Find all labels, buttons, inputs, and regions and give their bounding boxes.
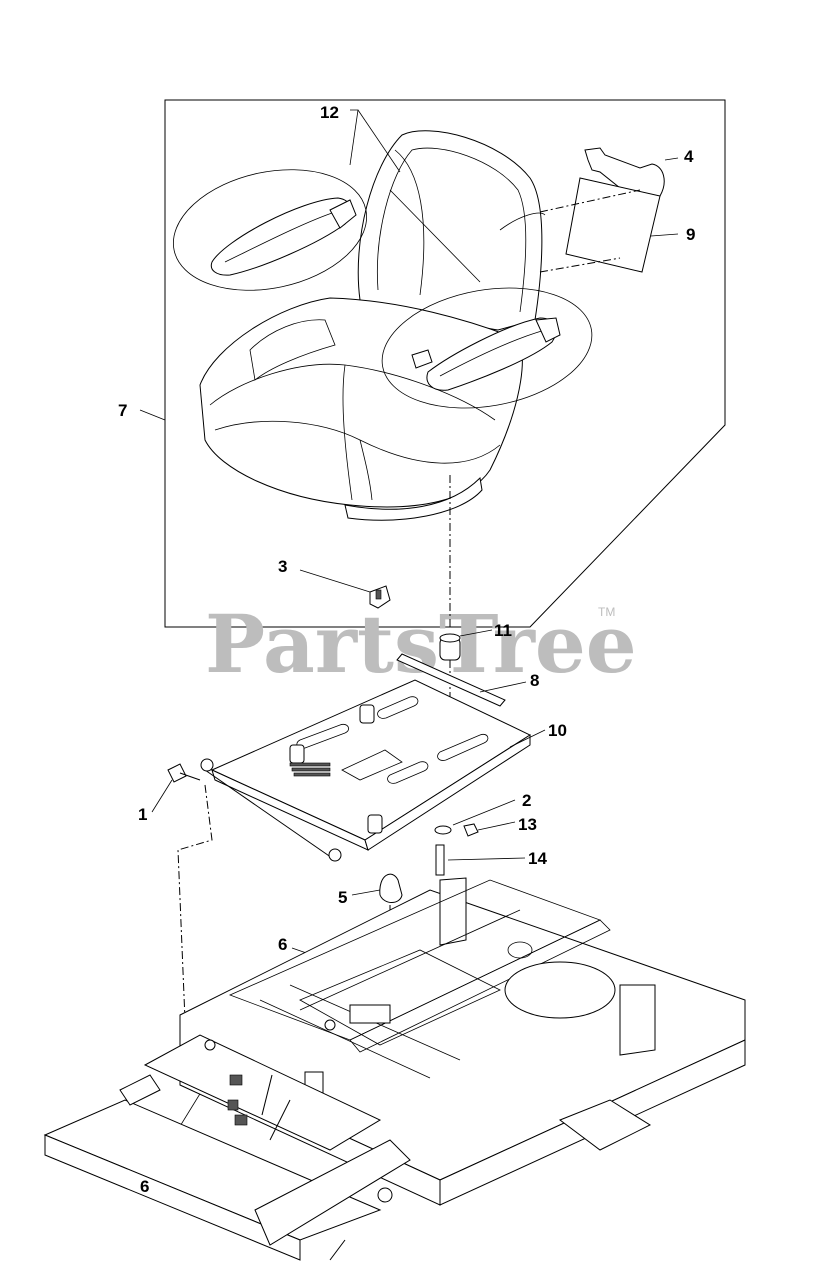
callout-4: 4	[684, 147, 694, 166]
callout-12: 12	[320, 103, 339, 122]
armrest-left	[210, 197, 357, 276]
callout-8: 8	[530, 671, 539, 690]
trademark: TM	[598, 605, 615, 619]
armrest-bubble-right	[381, 287, 593, 409]
seat-kit-frame	[164, 99, 726, 628]
callout-7: 7	[118, 401, 127, 420]
callout-13: 13	[518, 815, 537, 834]
callout-3: 3	[278, 557, 287, 576]
callout-14: 14	[528, 849, 547, 868]
leader-12	[349, 109, 359, 166]
seat-plate	[200, 679, 532, 862]
bumper-part	[439, 629, 493, 661]
callout-6-lower: 6	[140, 1177, 149, 1196]
nut-part-13	[463, 821, 516, 837]
callout-2: 2	[522, 791, 531, 810]
switch-part	[299, 569, 391, 609]
armrest-bubble-left	[172, 169, 368, 291]
bolt-part-1	[151, 763, 201, 813]
callout-6-upper: 6	[278, 935, 287, 954]
strap-part	[396, 653, 506, 707]
chassis-frame	[43, 877, 746, 1261]
callout-1: 1	[138, 805, 147, 824]
armrest-right	[411, 317, 561, 391]
pin-part-14	[435, 844, 526, 876]
seat	[199, 130, 546, 521]
callout-5: 5	[338, 888, 347, 907]
callout-10: 10	[548, 721, 567, 740]
callout-11: 11	[494, 621, 512, 640]
watermark: PartsTree	[205, 597, 637, 691]
callout-9: 9	[686, 225, 695, 244]
washer-part	[434, 825, 452, 835]
